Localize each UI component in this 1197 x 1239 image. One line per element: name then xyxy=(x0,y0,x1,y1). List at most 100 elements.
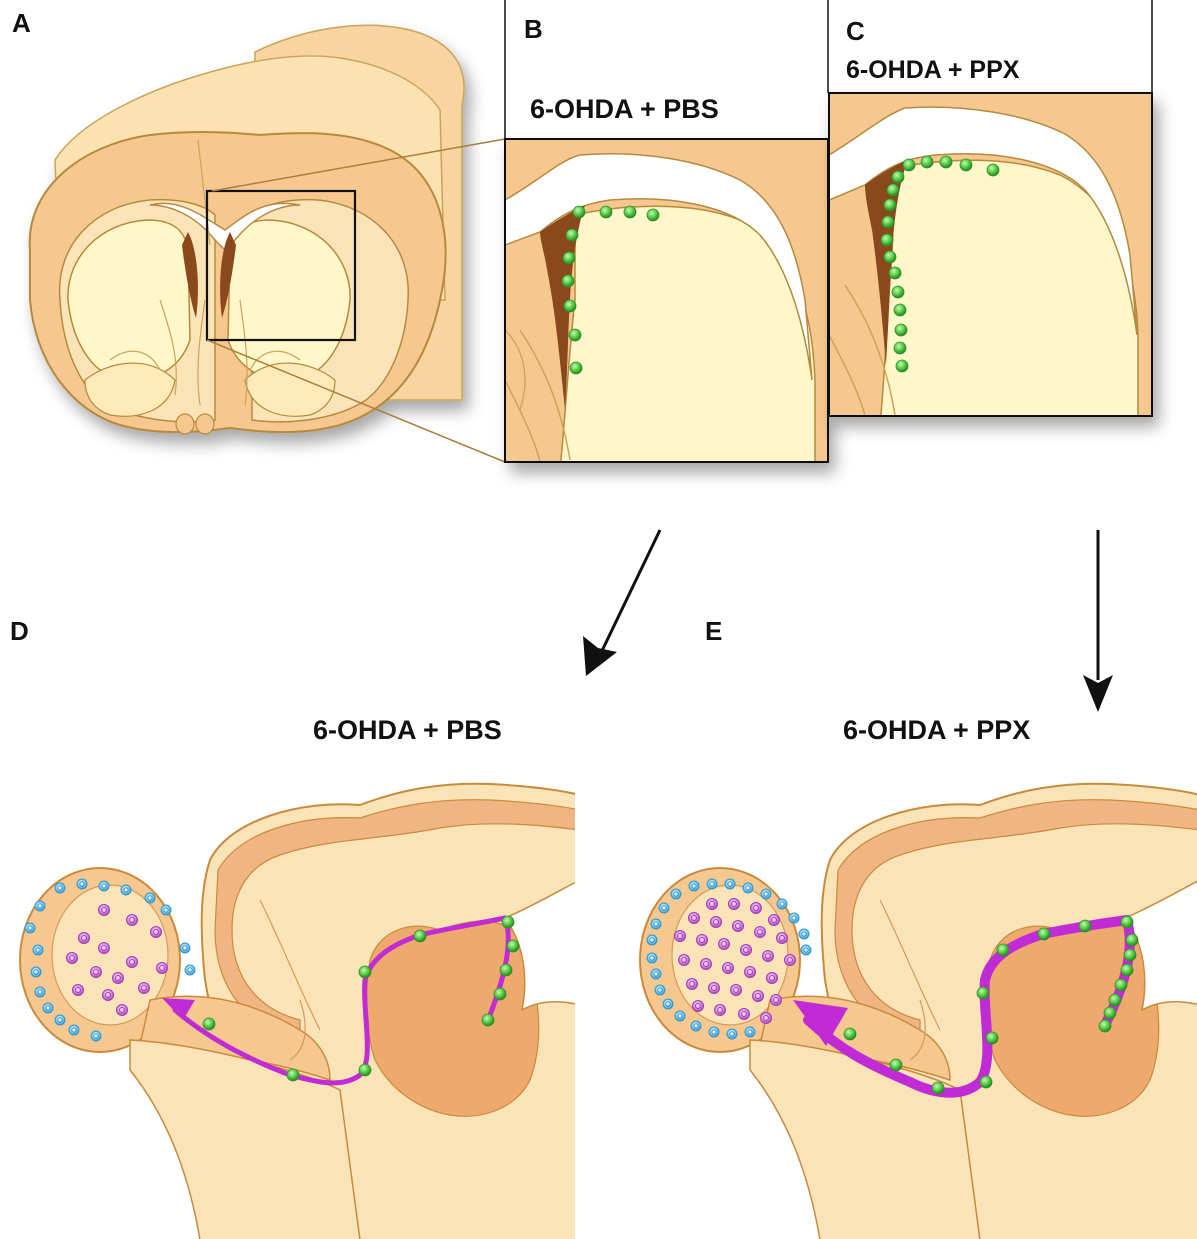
olfactory-periglomerular-cell xyxy=(663,999,673,1009)
proliferating-cell xyxy=(1099,1020,1111,1032)
proliferating-cell xyxy=(1115,979,1127,991)
olfactory-granule-cell xyxy=(99,905,110,916)
olfactory-periglomerular-cell xyxy=(55,1015,65,1025)
olfactory-periglomerular-cell xyxy=(671,889,681,899)
olfactory-periglomerular-cell xyxy=(675,1011,685,1021)
olfactory-granule-cell xyxy=(767,973,778,984)
olfactory-granule-cell xyxy=(701,959,712,970)
proliferating-cell xyxy=(647,209,659,221)
panel-c-label: C xyxy=(846,16,865,46)
proliferating-cell xyxy=(892,286,904,298)
olfactory-periglomerular-cell xyxy=(91,1031,101,1041)
proliferating-cell xyxy=(882,216,894,228)
proliferating-cell xyxy=(507,940,519,952)
panel-a: A xyxy=(12,8,505,462)
olfactory-periglomerular-cell xyxy=(801,945,811,955)
olfactory-granule-cell xyxy=(157,963,168,974)
panel-a-label: A xyxy=(12,8,31,38)
proliferating-cell xyxy=(890,1059,902,1071)
proliferating-cell xyxy=(1121,916,1133,928)
olfactory-granule-cell xyxy=(739,1009,750,1020)
proliferating-cell xyxy=(1104,1007,1116,1019)
panel-b-zoom xyxy=(505,139,828,470)
olfactory-granule-cell xyxy=(751,903,762,914)
olfactory-periglomerular-cell xyxy=(789,913,799,923)
olfactory-periglomerular-cell xyxy=(743,883,753,893)
panel-b-title: 6-OHDA + PBS xyxy=(530,94,719,124)
proliferating-cell xyxy=(502,916,514,928)
olfactory-granule-cell xyxy=(753,991,764,1002)
proliferating-cell xyxy=(563,252,575,264)
olfactory-periglomerular-cell xyxy=(43,1003,53,1013)
proliferating-cell xyxy=(1126,934,1138,946)
olfactory-periglomerular-cell xyxy=(55,883,65,893)
olfactory-granule-cell xyxy=(127,915,138,926)
olfactory-granule-cell xyxy=(761,1013,772,1024)
proliferating-cell xyxy=(570,362,582,374)
olfactory-periglomerular-cell xyxy=(777,899,787,909)
panel-b-label: B xyxy=(524,14,543,44)
olfactory-periglomerular-cell xyxy=(655,985,665,995)
olfactory-periglomerular-cell xyxy=(745,1027,755,1037)
proliferating-cell xyxy=(884,251,896,263)
olfactory-granule-cell xyxy=(771,995,782,1006)
proliferating-cell xyxy=(203,1018,215,1030)
proliferating-cell xyxy=(564,300,576,312)
olfactory-periglomerular-cell xyxy=(651,919,661,929)
proliferating-cell xyxy=(894,342,906,354)
olfactory-granule-cell xyxy=(785,955,796,966)
olfactory-granule-cell xyxy=(697,935,708,946)
proliferating-cell xyxy=(500,964,512,976)
olfactory-periglomerular-cell xyxy=(799,929,809,939)
olfactory-periglomerular-cell xyxy=(647,953,657,963)
olfactory-periglomerular-cell xyxy=(99,881,109,891)
arrow-to-panel-d xyxy=(583,530,660,676)
olfactory-periglomerular-cell xyxy=(727,1029,737,1039)
olfactory-periglomerular-cell xyxy=(121,885,131,895)
olfactory-granule-cell xyxy=(777,933,788,944)
proliferating-cell xyxy=(1121,964,1133,976)
proliferating-cell xyxy=(895,324,907,336)
olfactory-granule-cell xyxy=(91,967,102,978)
olfactory-periglomerular-cell xyxy=(25,923,35,933)
proliferating-cell xyxy=(562,275,574,287)
panel-c-title: 6-OHDA + PPX xyxy=(846,56,1020,84)
olfactory-periglomerular-cell xyxy=(145,893,155,903)
olfactory-granule-cell xyxy=(723,963,734,974)
olfactory-periglomerular-cell xyxy=(35,987,45,997)
olfactory-granule-cell xyxy=(151,927,162,938)
olfactory-granule-cell xyxy=(763,951,774,962)
proliferating-cell xyxy=(894,304,906,316)
proliferating-cell xyxy=(932,1082,944,1094)
proliferating-cell xyxy=(1079,920,1091,932)
proliferating-cell xyxy=(600,206,612,218)
proliferating-cell xyxy=(940,156,952,168)
proliferating-cell xyxy=(624,206,636,218)
panel-c: C 6-OHDA + PPX xyxy=(829,0,1152,425)
olfactory-granule-cell xyxy=(711,917,722,928)
proliferating-cell xyxy=(359,1064,371,1076)
olfactory-periglomerular-cell xyxy=(651,969,661,979)
proliferating-cell xyxy=(287,1069,299,1081)
olfactory-granule-cell xyxy=(687,979,698,990)
olfactory-periglomerular-cell xyxy=(691,1021,701,1031)
proliferating-cell xyxy=(482,1014,494,1026)
proliferating-cell xyxy=(1109,994,1121,1006)
olfactory-granule-cell xyxy=(731,985,742,996)
olfactory-granule-cell xyxy=(733,921,744,932)
proliferating-cell xyxy=(960,159,972,171)
proliferating-cell xyxy=(359,966,371,978)
olfactory-granule-cell xyxy=(139,983,150,994)
olfactory-periglomerular-cell xyxy=(725,879,735,889)
olfactory-periglomerular-cell xyxy=(35,901,45,911)
olfactory-periglomerular-cell xyxy=(659,903,669,913)
olfactory-periglomerular-cell xyxy=(689,881,699,891)
proliferating-cell xyxy=(986,1032,998,1044)
olfactory-granule-cell xyxy=(729,899,740,910)
sagittal-brain-d xyxy=(20,784,580,1239)
olfactory-granule-cell xyxy=(127,957,138,968)
olfactory-granule-cell xyxy=(709,983,720,994)
olfactory-granule-cell xyxy=(755,927,766,938)
proliferating-cell xyxy=(881,234,893,246)
